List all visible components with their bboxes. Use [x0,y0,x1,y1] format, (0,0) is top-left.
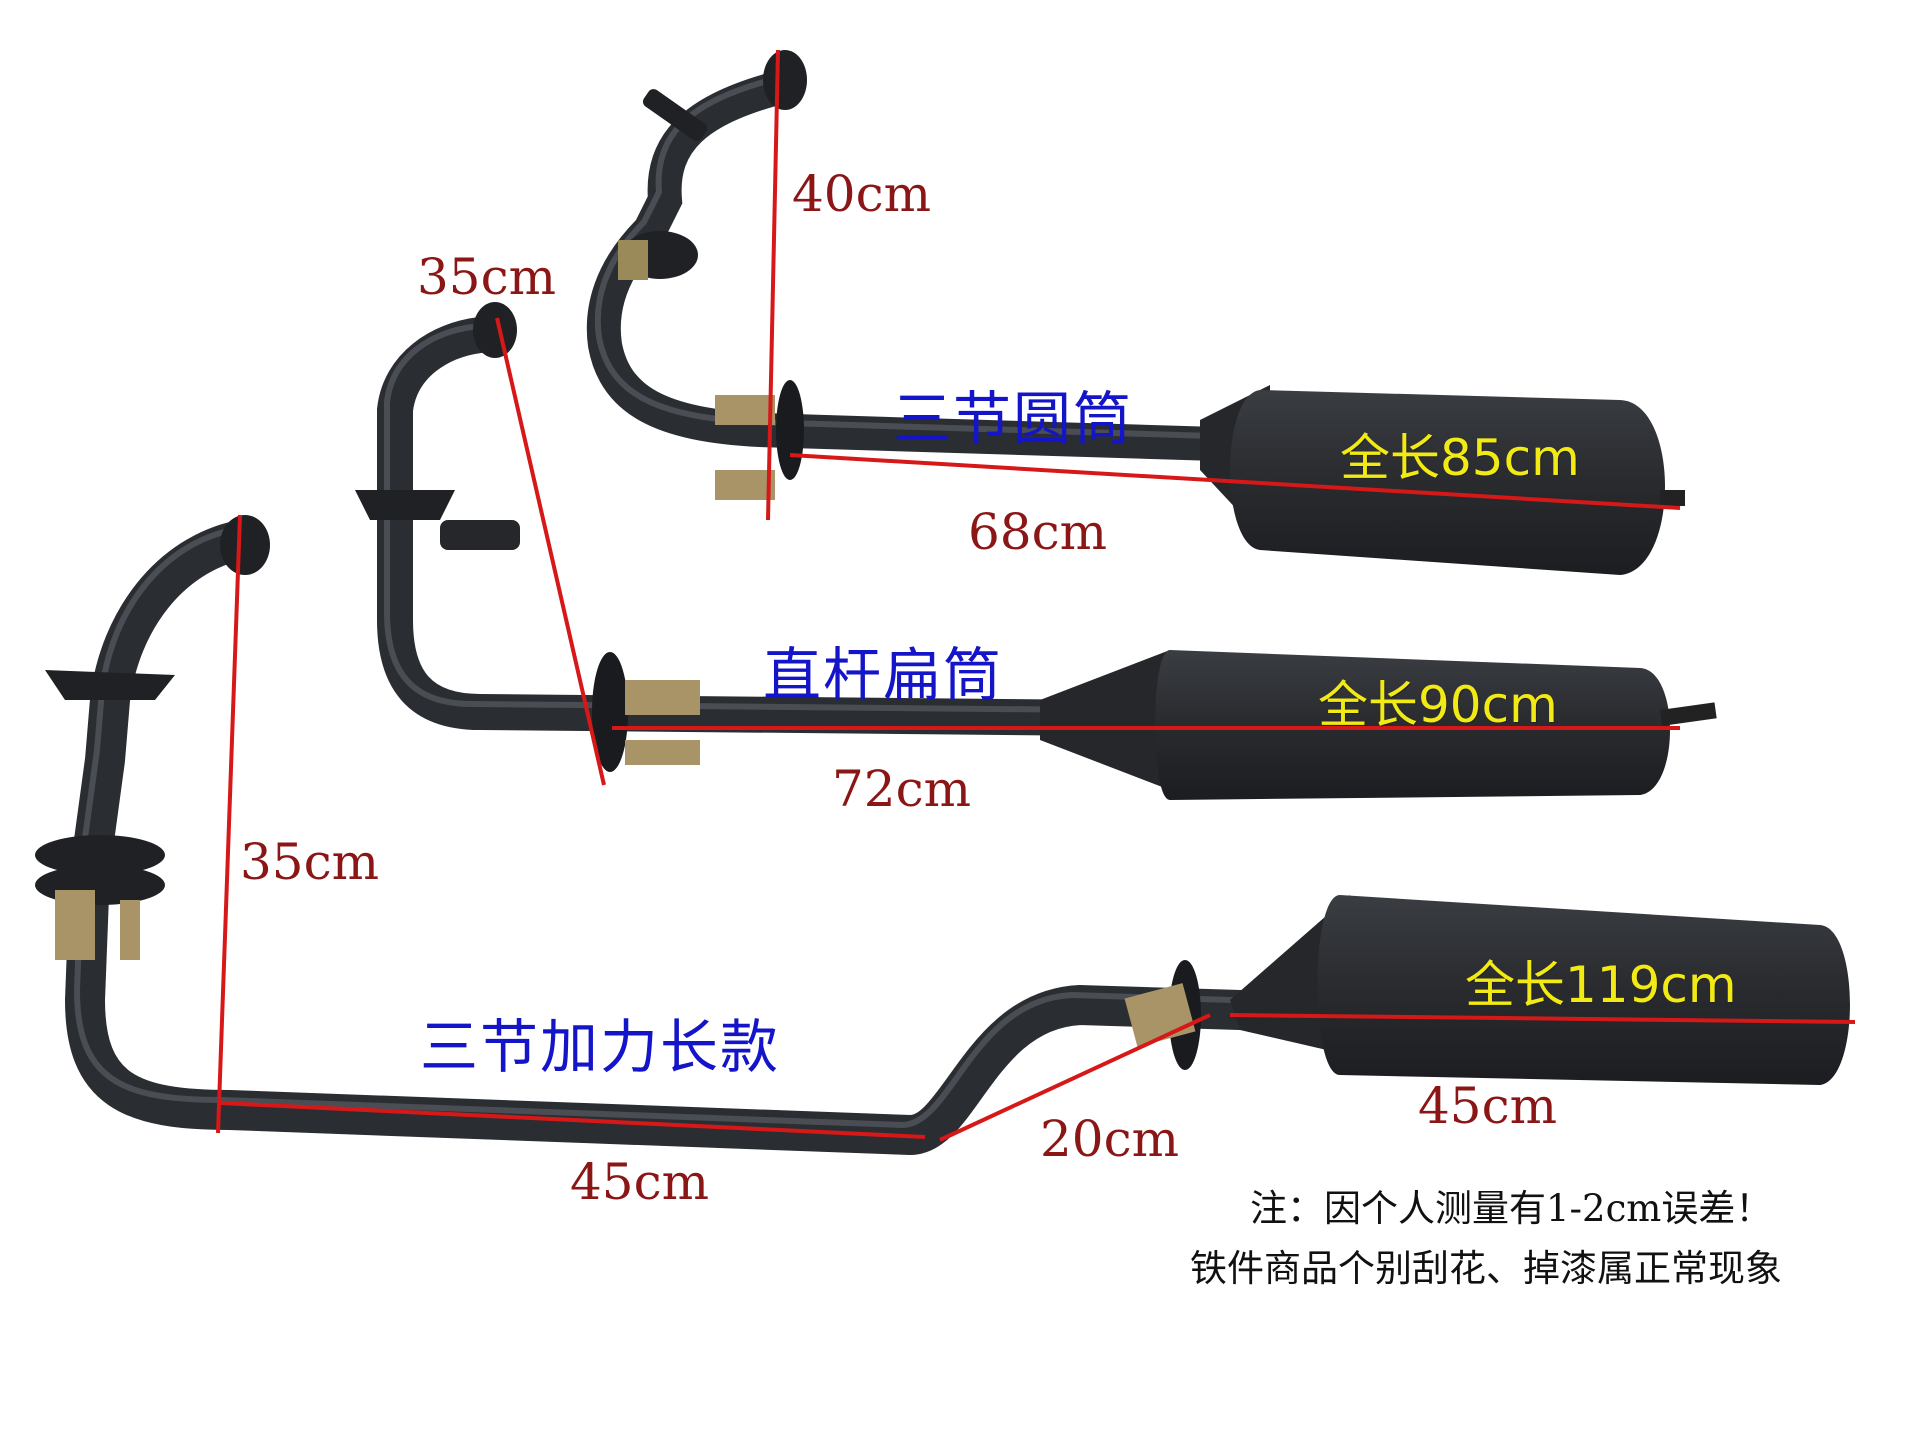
exhaust-round-three-section [586,50,1685,575]
ex2-riser-length: 35cm [417,248,557,306]
ex3-pipe-length: 45cm [570,1153,710,1211]
ex1-name: 三节圆筒 [893,385,1134,453]
line-ex3-bend [939,1013,1211,1142]
line-ex1-riser [766,49,780,521]
ex3-bend-length: 20cm [1040,1110,1180,1168]
ex1-riser-length: 40cm [792,165,932,223]
ex1-total-length: 全长85cm [1340,429,1580,487]
line-ex2-riser [495,317,606,786]
line-ex1-total [789,453,1681,510]
ex1-pipe-length: 68cm [968,503,1108,561]
line-ex3-pipe [219,1101,926,1139]
ex3-total-length: 全长119cm [1465,956,1737,1014]
measurement-lines [216,49,1856,1142]
measurement-error-note: 注：因个人测量有1-2cm误差！ [1250,1187,1773,1230]
line-ex3-muffler [1229,1013,1856,1024]
exhaust-three-section-long [35,515,1850,1156]
ex3-name: 三节加力长款 [420,1013,781,1081]
ex3-muffler-length: 45cm [1418,1077,1558,1135]
ex2-total-length: 全长90cm [1318,676,1558,734]
line-ex3-riser [216,514,242,1134]
scratch-paint-note: 铁件商品个别刮花、掉漆属正常现象 [1190,1247,1782,1290]
exhaust-straight-flat [355,302,1717,800]
ex3-riser-length: 35cm [240,833,380,891]
ex2-pipe-length: 72cm [832,760,972,818]
ex2-name: 直杆扁筒 [763,641,1004,709]
